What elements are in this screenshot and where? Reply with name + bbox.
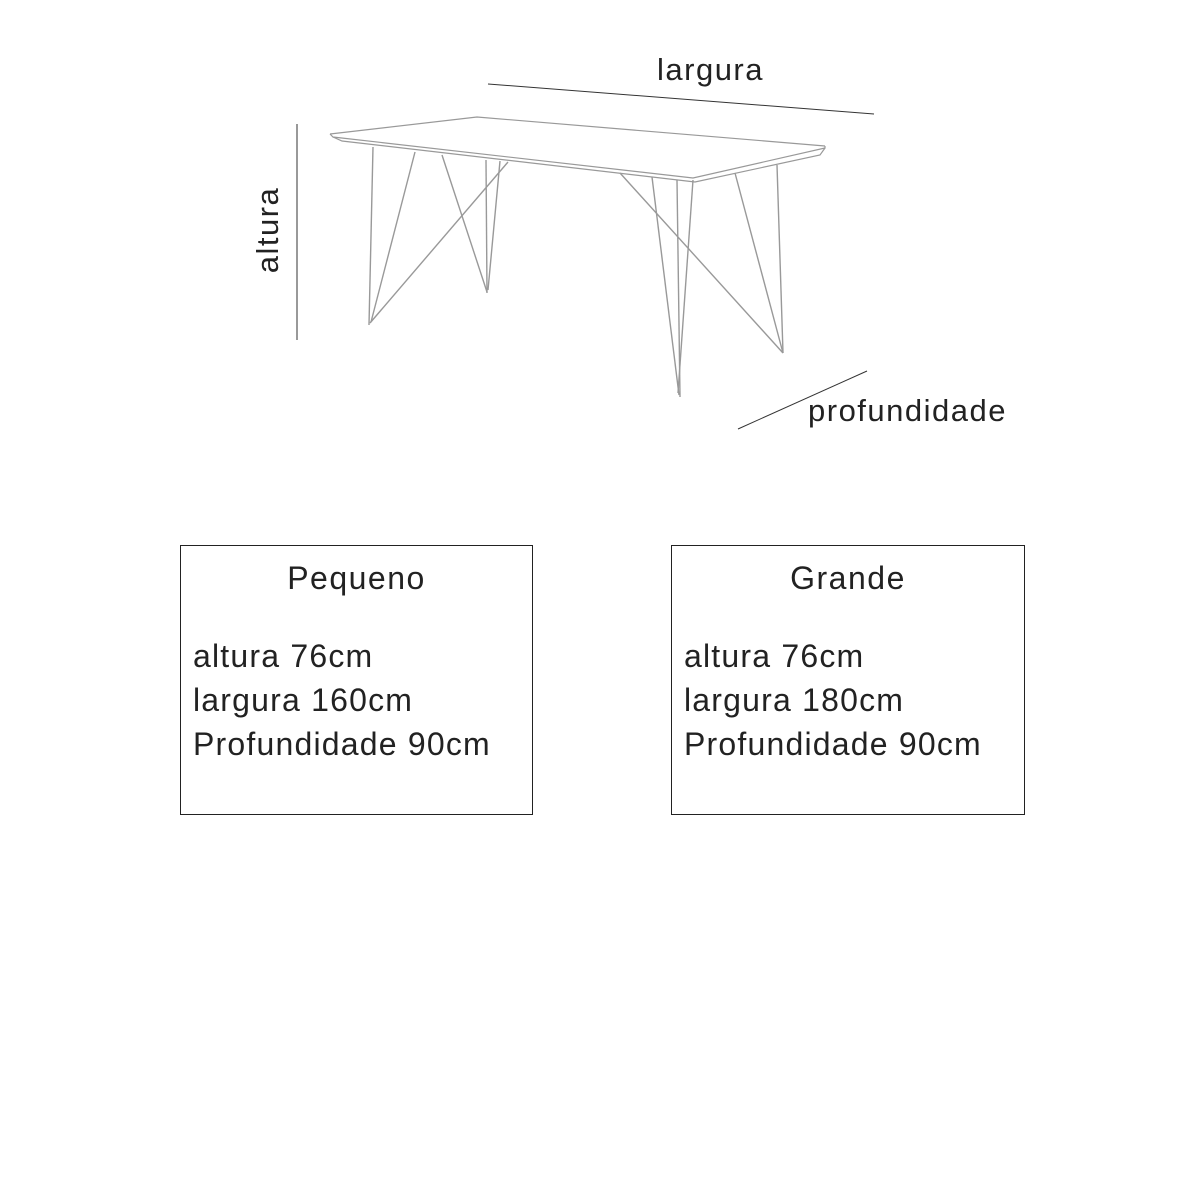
width-label: largura	[657, 52, 764, 87]
spec-width: largura 160cm	[193, 682, 414, 718]
size-specs: altura 76cm largura 180cm Profundidade 9…	[684, 634, 982, 766]
depth-label: profundidade	[808, 393, 1007, 428]
spec-depth: Profundidade 90cm	[684, 726, 982, 762]
spec-height: altura 76cm	[684, 638, 865, 674]
table-top	[329, 116, 826, 183]
spec-height: altura 76cm	[193, 638, 374, 674]
size-specs: altura 76cm largura 160cm Profundidade 9…	[193, 634, 491, 766]
height-label: altura	[250, 186, 285, 274]
size-title: Grande	[790, 560, 906, 596]
table-drawing	[296, 83, 875, 430]
spec-depth: Profundidade 90cm	[193, 726, 491, 762]
size-card-large: Grande altura 76cm largura 180cm Profund…	[671, 545, 1025, 815]
depth-dimension-line	[737, 370, 868, 430]
dimension-lines	[296, 83, 875, 430]
size-title: Pequeno	[287, 560, 426, 596]
table-legs	[368, 146, 784, 398]
size-card-small: Pequeno altura 76cm largura 160cm Profun…	[180, 545, 533, 815]
spec-width: largura 180cm	[684, 682, 905, 718]
width-dimension-line	[487, 83, 875, 115]
